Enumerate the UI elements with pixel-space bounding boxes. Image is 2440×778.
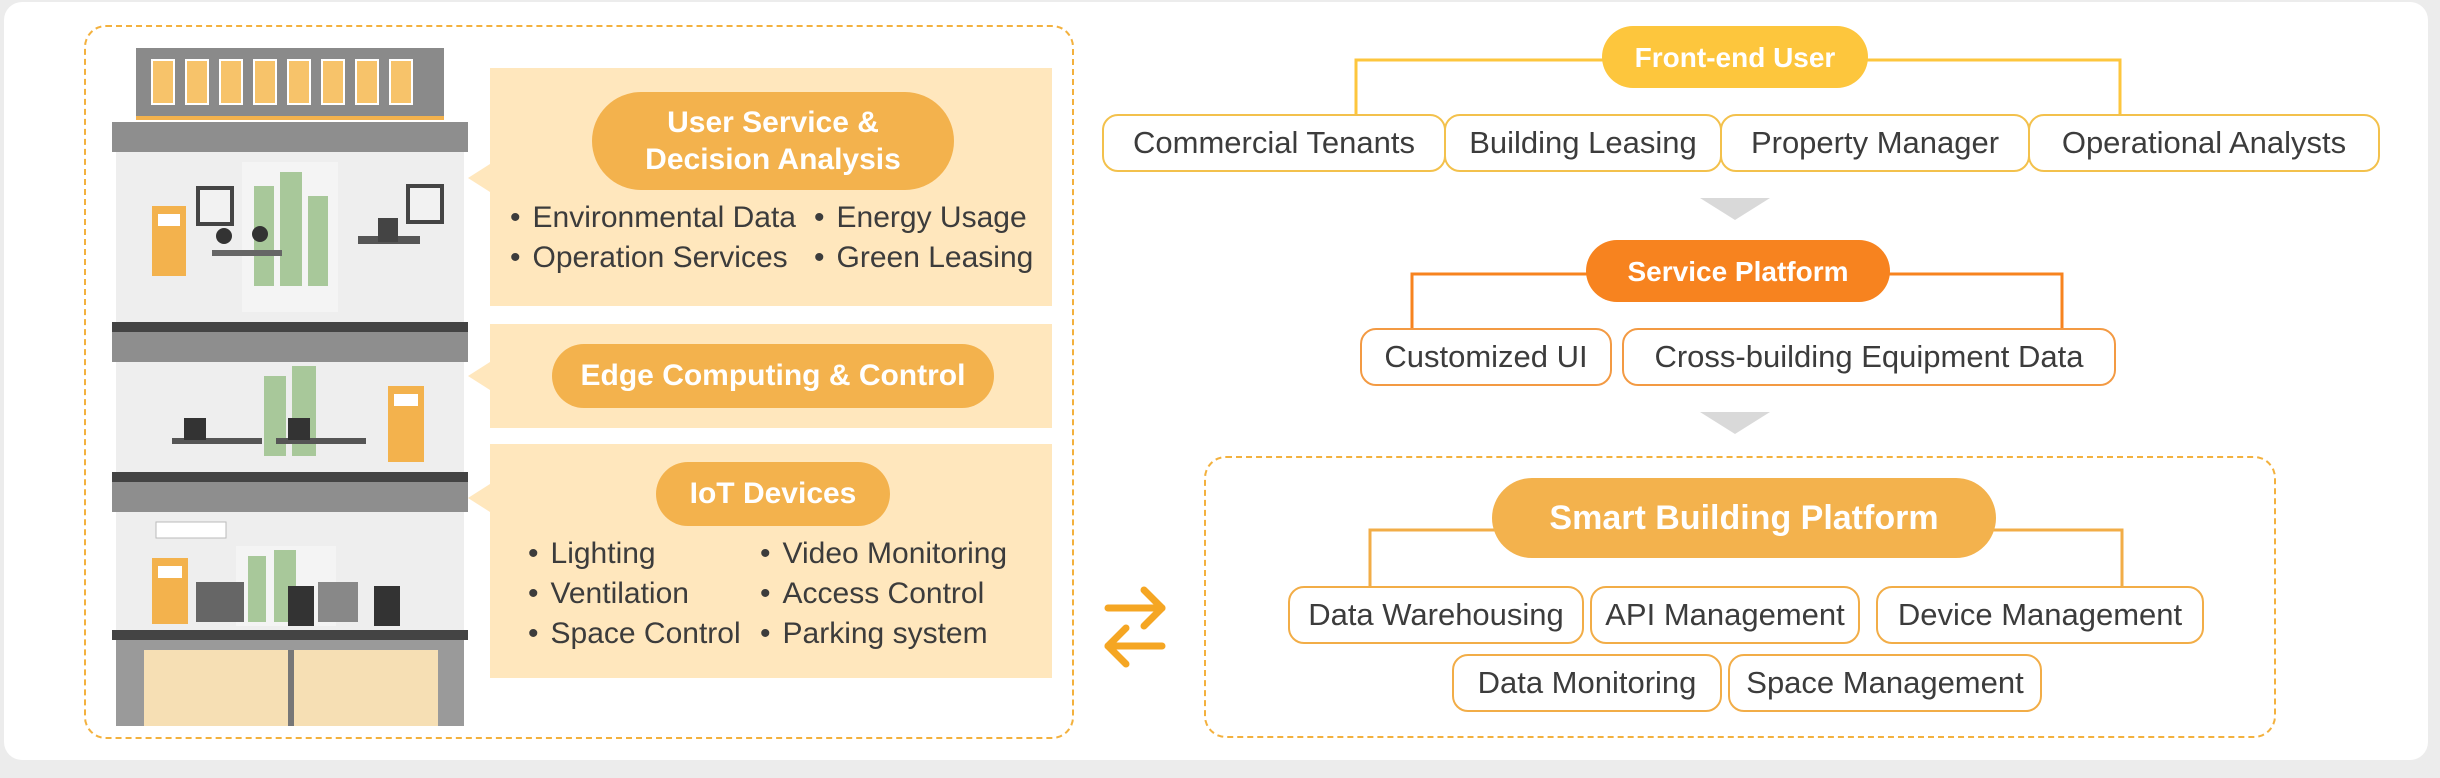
smart-building-item: Device Management	[1876, 586, 2204, 644]
smart-building-item: Data Monitoring	[1452, 654, 1722, 712]
iot-list-right: Video Monitoring Access Control Parking …	[760, 534, 1008, 654]
user-service-list-right: Energy Usage Green Leasing	[814, 198, 1034, 278]
user-service-list-left: Environmental Data Operation Services	[510, 198, 796, 278]
smart-building-container	[1204, 456, 2276, 738]
layer-title-edge-computing: Edge Computing & Control	[552, 344, 994, 408]
list-item: Space Control	[528, 614, 741, 654]
front-end-item: Commercial Tenants	[1102, 114, 1446, 172]
chevron-down-icon	[1700, 412, 1770, 434]
panel-pointer	[468, 484, 490, 512]
service-platform-item: Customized UI	[1360, 328, 1612, 386]
front-end-item: Operational Analysts	[2028, 114, 2380, 172]
list-item: Parking system	[760, 614, 1007, 654]
service-platform-item: Cross-building Equipment Data	[1622, 328, 2116, 386]
list-item: Lighting	[528, 534, 741, 574]
list-item: Energy Usage	[814, 198, 1033, 238]
layer-title-iot-devices: IoT Devices	[656, 462, 890, 526]
diagram-card: User Service & Decision Analysis Environ…	[4, 2, 2428, 760]
panel-pointer	[468, 362, 490, 390]
list-item: Access Control	[760, 574, 1007, 614]
smart-building-item: Data Warehousing	[1288, 586, 1584, 644]
front-end-user-title: Front-end User	[1602, 26, 1868, 88]
smart-building-platform-title: Smart Building Platform	[1492, 478, 1996, 558]
iot-list-left: Lighting Ventilation Space Control	[528, 534, 741, 654]
service-platform-title: Service Platform	[1586, 240, 1890, 302]
smart-building-item: Space Management	[1728, 654, 2042, 712]
building-illustration	[112, 48, 468, 726]
building-layers-container	[84, 25, 1074, 739]
list-item: Environmental Data	[510, 198, 796, 238]
bidirectional-arrows-icon	[1104, 586, 1166, 668]
chevron-down-icon	[1700, 198, 1770, 220]
list-item: Operation Services	[510, 238, 796, 278]
front-end-item: Property Manager	[1720, 114, 2030, 172]
smart-building-item: API Management	[1590, 586, 1860, 644]
list-item: Video Monitoring	[760, 534, 1008, 574]
layer-title-user-service: User Service & Decision Analysis	[592, 92, 954, 190]
list-item: Green Leasing	[814, 238, 1034, 278]
panel-pointer	[468, 164, 490, 192]
list-item: Ventilation	[528, 574, 741, 614]
front-end-item: Building Leasing	[1444, 114, 1722, 172]
